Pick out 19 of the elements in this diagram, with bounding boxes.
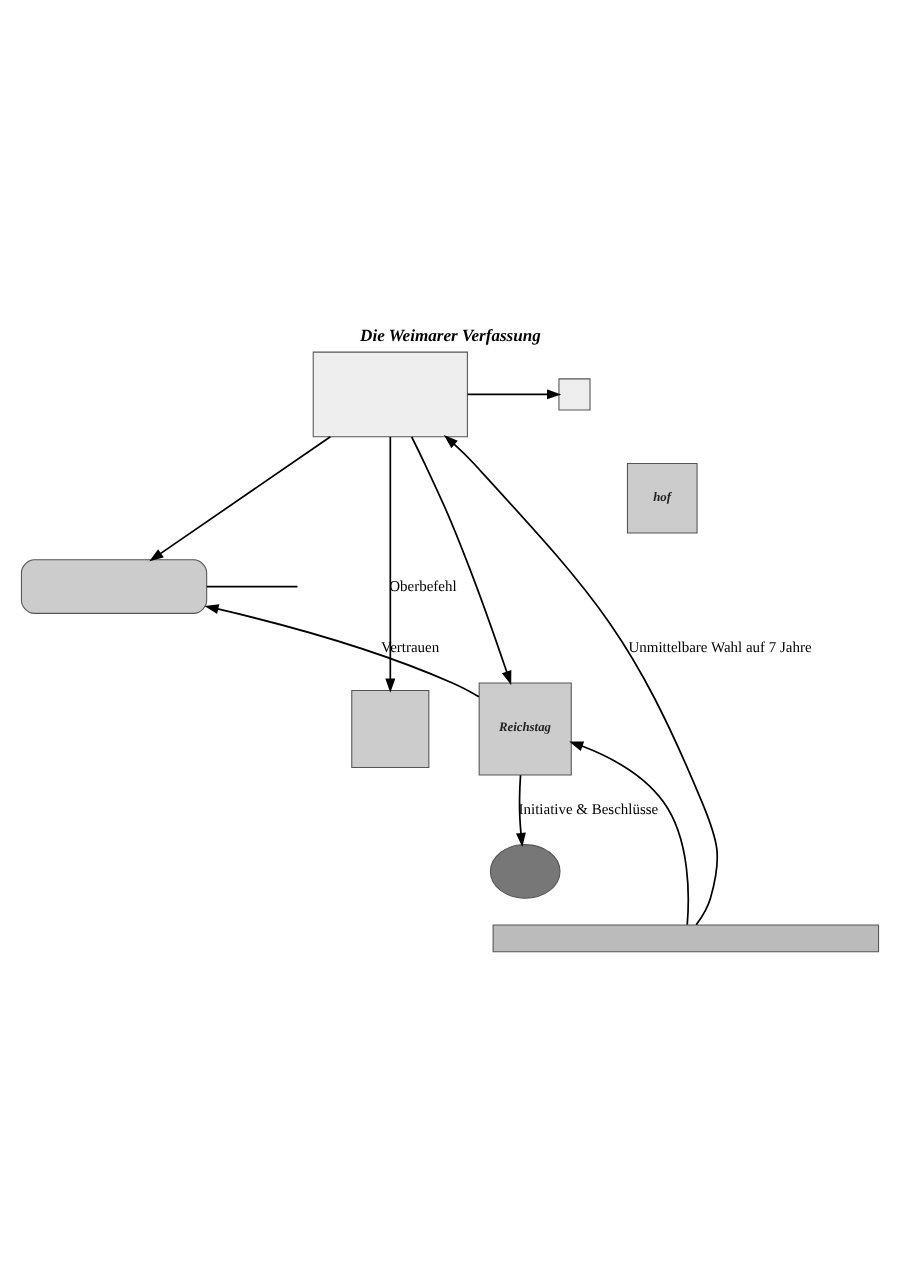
node-ellipse (489, 843, 561, 898)
edge-label: Oberbefehl (389, 575, 457, 594)
node-box (351, 688, 430, 768)
arrow (443, 434, 719, 925)
arrow (569, 740, 690, 925)
edge-label: Initiative & Beschlüsse (518, 798, 659, 817)
arrow (385, 435, 396, 692)
arrow (149, 434, 332, 561)
connector (206, 584, 299, 587)
edge-label: Unmittelbare Wahl auf 7 Jahre (628, 637, 812, 656)
node-box (20, 558, 208, 613)
diagram-title: Die Weimarer Verfassung (360, 324, 541, 345)
arrow (410, 435, 512, 685)
node-box (558, 377, 591, 410)
node-box (312, 350, 468, 437)
arrow (516, 773, 526, 847)
arrow (466, 388, 562, 399)
node-bar (492, 923, 880, 952)
arrow (204, 603, 480, 697)
